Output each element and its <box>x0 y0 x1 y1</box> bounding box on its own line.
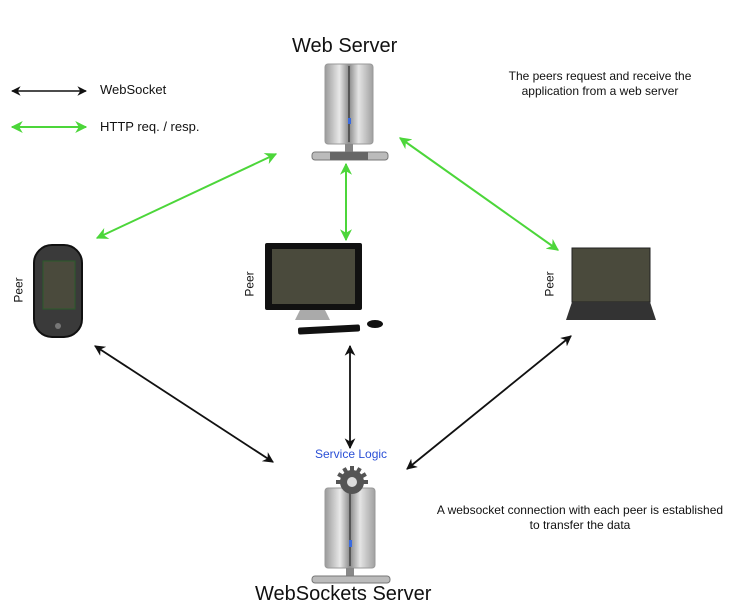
peer-label-laptop: Peer <box>542 271 557 297</box>
desktop-icon <box>265 243 383 335</box>
websockets-server-icon <box>311 487 391 584</box>
laptop-icon <box>566 247 656 320</box>
websockets-server-title: WebSockets Server <box>255 583 432 605</box>
bottom-note-line2: to transfer the data <box>529 518 631 532</box>
web-server-icon <box>311 63 389 161</box>
top-note-line1: The peers request and receive the <box>508 69 692 83</box>
legend-websocket-label: WebSocket <box>100 82 167 97</box>
top-note: The peers request and receive the applic… <box>470 69 730 99</box>
bottom-note-line1: A websocket connection with each peer is… <box>436 503 724 517</box>
peer-label-desktop: Peer <box>242 271 257 297</box>
bottom-note: A websocket connection with each peer is… <box>415 503 745 533</box>
websocket-arrow-phone <box>94 345 274 463</box>
peer-label-phone: Peer <box>11 277 26 303</box>
top-note-line2: application from a web server <box>521 84 679 98</box>
web-server-title: Web Server <box>292 35 398 57</box>
http-arrow-phone <box>95 153 278 239</box>
gear-icon <box>336 466 368 494</box>
websocket-arrow-laptop <box>406 335 572 470</box>
http-arrow-laptop <box>399 137 559 251</box>
phone-icon <box>33 244 83 338</box>
service-logic-label: Service Logic <box>315 447 388 461</box>
legend-http-label: HTTP req. / resp. <box>100 119 200 134</box>
